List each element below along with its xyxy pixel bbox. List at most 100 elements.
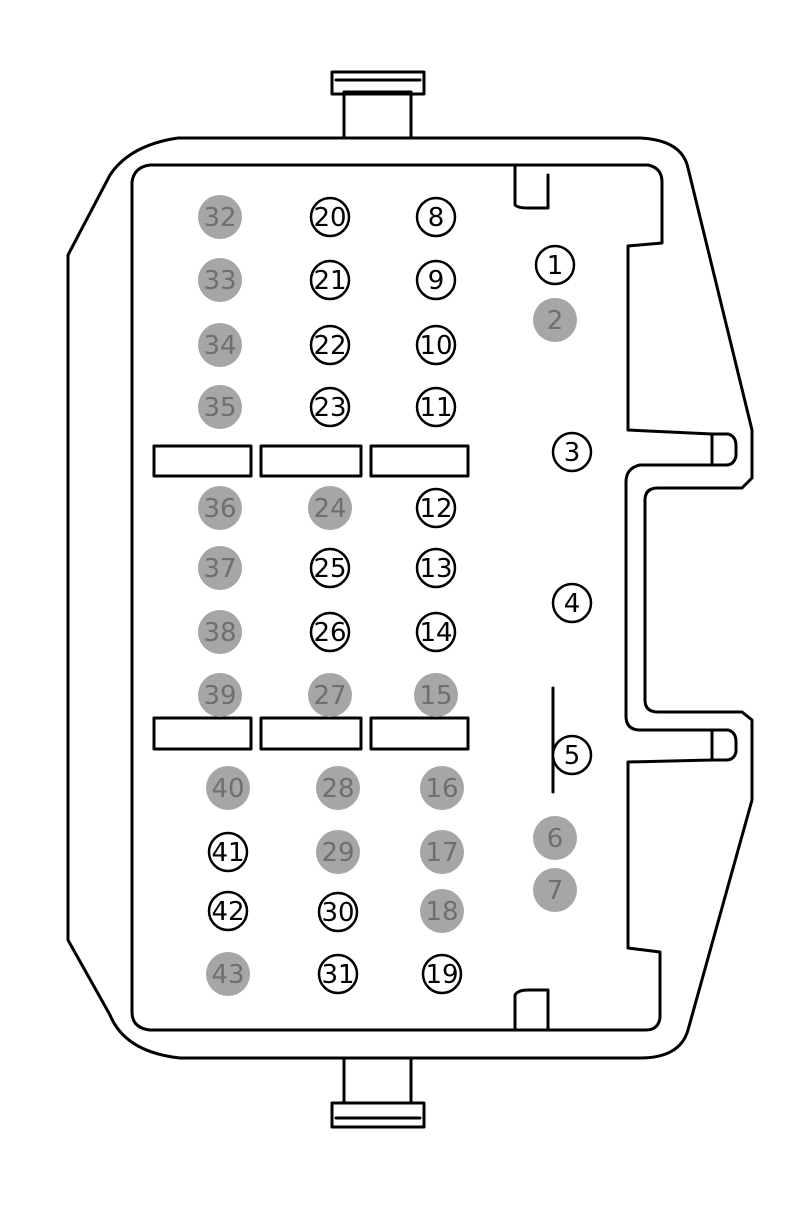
pin-number-label: 32	[203, 203, 236, 233]
latch-tab-lower	[710, 728, 738, 762]
pin-number-label: 34	[203, 331, 236, 361]
pin-used: 5	[551, 734, 593, 776]
pin-circle	[206, 952, 250, 996]
pin-circle	[309, 259, 351, 301]
pin-number-label: 27	[313, 681, 346, 711]
pin-circle	[308, 486, 352, 530]
pin-circle	[415, 324, 457, 366]
pin-number-label: 3	[564, 438, 581, 468]
pin-number-label: 24	[313, 494, 346, 524]
pin-number-label: 23	[313, 393, 346, 423]
pin-unused: 7	[533, 868, 577, 912]
pin-unused: 35	[198, 385, 242, 429]
pin-unused: 16	[420, 766, 464, 810]
pin-number-label: 22	[313, 331, 346, 361]
pin-number-label: 30	[321, 898, 354, 928]
pin-circle	[198, 610, 242, 654]
pin-circle	[420, 889, 464, 933]
pin-used: 8	[415, 196, 457, 238]
pin-used: 25	[309, 547, 351, 589]
pin-circle	[309, 611, 351, 653]
pin-circle	[551, 582, 593, 624]
pin-number-label: 18	[425, 897, 458, 927]
pin-number-label: 5	[564, 741, 581, 771]
pin-unused: 18	[420, 889, 464, 933]
pin-layer: 1234567891011121314151617181920212223242…	[198, 195, 593, 996]
pin-circle	[309, 196, 351, 238]
pin-unused: 34	[198, 323, 242, 367]
pin-unused: 37	[198, 546, 242, 590]
pin-circle	[198, 486, 242, 530]
housing-outer-outline	[66, 136, 754, 1060]
pin-used: 20	[309, 196, 351, 238]
pin-circle	[198, 195, 242, 239]
separator-bar	[369, 444, 470, 478]
pin-used: 22	[309, 324, 351, 366]
pin-number-label: 8	[428, 203, 445, 233]
pin-unused: 17	[420, 830, 464, 874]
pin-circle	[198, 385, 242, 429]
pin-number-label: 33	[203, 266, 236, 296]
top-hub	[342, 90, 413, 140]
bottom-hub-cap	[330, 1101, 426, 1129]
pin-number-label: 14	[419, 618, 452, 648]
pin-unused: 2	[533, 298, 577, 342]
pin-unused: 39	[198, 673, 242, 717]
pin-number-label: 38	[203, 618, 236, 648]
pin-number-label: 9	[428, 266, 445, 296]
pin-unused: 40	[206, 766, 250, 810]
pin-number-label: 21	[313, 266, 346, 296]
pin-unused: 6	[533, 816, 577, 860]
pin-number-label: 17	[425, 838, 458, 868]
pin-used: 42	[207, 890, 249, 932]
latch-tab-upper	[710, 432, 738, 467]
top-hub-cap	[330, 70, 426, 96]
pin-number-label: 1	[547, 251, 564, 281]
pin-circle	[415, 487, 457, 529]
bottom-hub	[342, 1056, 413, 1105]
pin-unused: 38	[198, 610, 242, 654]
pin-circle	[207, 890, 249, 932]
pin-circle	[308, 673, 352, 717]
pin-unused: 43	[206, 952, 250, 996]
pin-circle	[415, 611, 457, 653]
pin-used: 1	[534, 244, 576, 286]
pin-circle	[206, 766, 250, 810]
pin-circle	[207, 831, 249, 873]
pin-circle	[533, 298, 577, 342]
pin-used: 14	[415, 611, 457, 653]
pin-circle	[415, 386, 457, 428]
pin-number-label: 39	[203, 681, 236, 711]
pin-number-label: 16	[425, 774, 458, 804]
pin-circle	[198, 673, 242, 717]
pin-circle	[415, 259, 457, 301]
pin-number-label: 15	[419, 681, 452, 711]
pin-number-label: 42	[211, 897, 244, 927]
pin-used: 11	[415, 386, 457, 428]
pin-used: 23	[309, 386, 351, 428]
pin-circle	[551, 431, 593, 473]
pin-used: 21	[309, 259, 351, 301]
pin-number-label: 35	[203, 393, 236, 423]
pin-number-label: 11	[419, 393, 452, 423]
pin-number-label: 25	[313, 554, 346, 584]
pin-used: 3	[551, 431, 593, 473]
housing-inner-outline	[130, 163, 714, 1032]
pin-number-label: 36	[203, 494, 236, 524]
pin-number-label: 12	[419, 494, 452, 524]
pin-number-label: 10	[419, 331, 452, 361]
pin-number-label: 19	[425, 960, 458, 990]
pin-unused: 36	[198, 486, 242, 530]
pin-number-label: 4	[564, 589, 581, 619]
inner-key-bottom	[513, 988, 550, 1032]
pin-circle	[198, 323, 242, 367]
pin-number-label: 20	[313, 203, 346, 233]
separator-bar	[259, 444, 363, 478]
pin-used: 12	[415, 487, 457, 529]
pin-number-label: 29	[321, 838, 354, 868]
pin-used: 19	[421, 953, 463, 995]
pin-used: 10	[415, 324, 457, 366]
separator-bar	[152, 716, 253, 751]
pin-used: 30	[317, 891, 359, 933]
